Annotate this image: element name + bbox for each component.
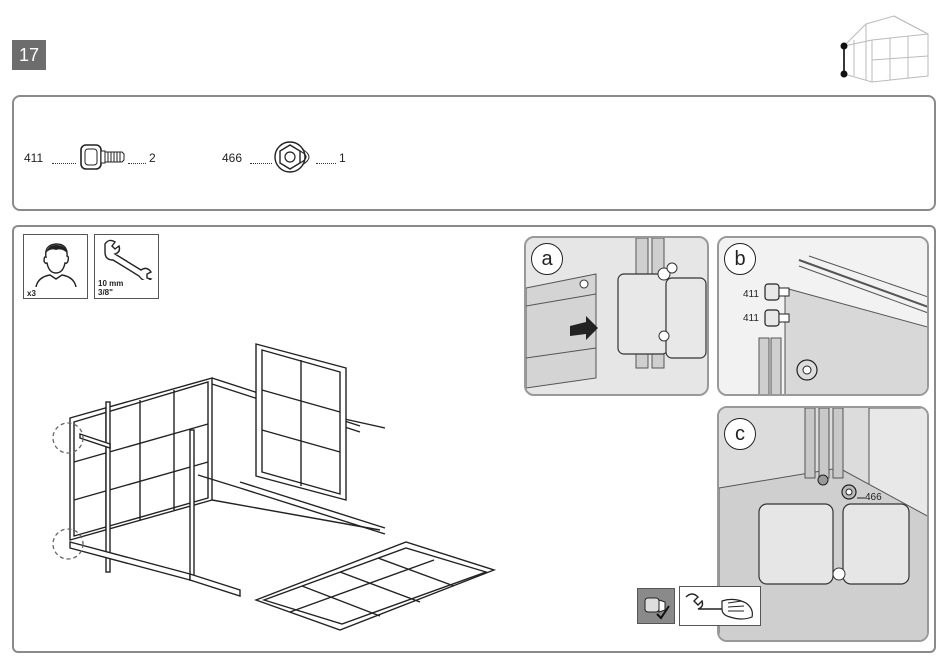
greenhouse-overview-icon (832, 12, 938, 84)
part-qty-466: 1 (339, 151, 346, 165)
detail-b-part-411-bottom: 411 (743, 313, 759, 324)
leader-dots (316, 163, 336, 164)
leader-dots (128, 163, 146, 164)
part-id-411: 411 (24, 151, 43, 165)
detail-b-panel: b 411 411 (717, 236, 929, 396)
part-id-466: 466 (222, 151, 242, 165)
bolt-icon (78, 141, 128, 175)
tighten-nut-box (637, 588, 675, 624)
people-count: x3 (27, 289, 36, 298)
nut-check-icon (641, 592, 671, 620)
wrench-size-mm: 10 mm (98, 279, 123, 288)
detail-a-panel: a (524, 236, 709, 396)
detail-c-callout: c (724, 418, 756, 450)
greenhouse-frame-drawing (40, 330, 510, 640)
detail-b-callout: b (724, 243, 756, 275)
flange-nut-icon (272, 139, 316, 175)
wrench-size-in: 3/8" (98, 288, 113, 297)
leader-dots (52, 163, 76, 164)
wrench-tool-box: 10 mm 3/8" (94, 234, 159, 299)
step-number-badge: 17 (12, 40, 46, 70)
people-required-box: x3 (23, 234, 88, 299)
person-icon (32, 239, 80, 287)
detail-a-callout: a (531, 243, 563, 275)
hand-wrench-icon (682, 589, 758, 623)
part-qty-411: 2 (149, 151, 156, 165)
parts-list-panel: 411 2 466 1 (12, 95, 936, 211)
hand-wrench-box (679, 586, 761, 626)
detail-b-part-411-top: 411 (743, 289, 759, 300)
wrench-icon (101, 238, 155, 280)
leader-dots (250, 163, 272, 164)
detail-c-part-466: 466 (865, 492, 882, 503)
